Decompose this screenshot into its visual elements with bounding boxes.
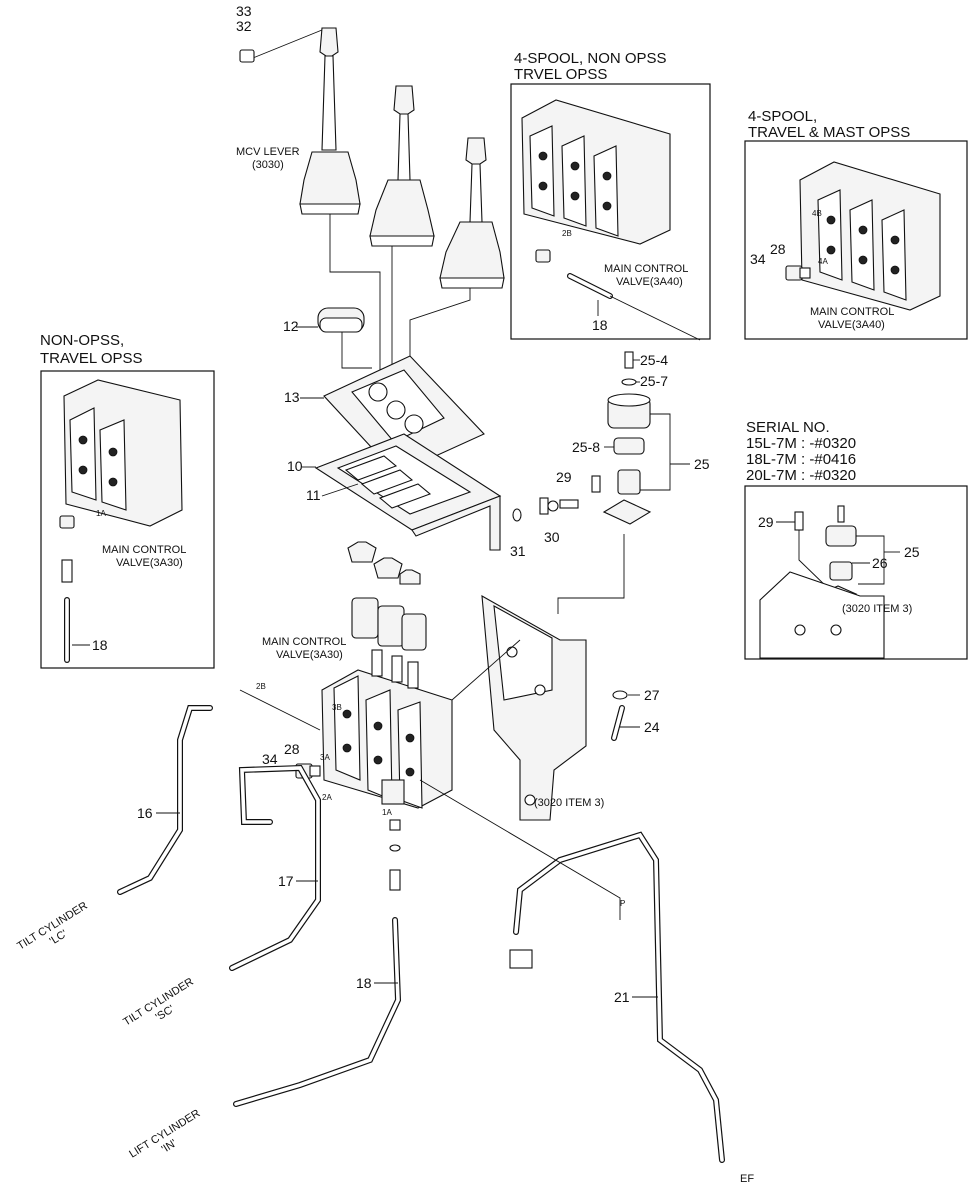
mcv-lever-3 xyxy=(439,137,505,289)
hose-18-center xyxy=(233,917,402,1107)
inset-non-opss-port-1a: 1A xyxy=(96,509,106,518)
inset-serial-parts xyxy=(759,505,900,659)
label-32: 32 xyxy=(236,18,252,34)
label-25-4: 25-4 xyxy=(640,352,668,368)
label-25-8: 25-8 xyxy=(572,439,600,455)
inset-non-opss-mcv-2: VALVE(3A30) xyxy=(116,557,183,569)
part-10-11-base-plate xyxy=(314,433,502,551)
inset-4spool-valve xyxy=(521,99,701,341)
inset-non-opss-valve xyxy=(59,379,183,663)
port-2a: 2A xyxy=(322,793,332,802)
inset-serial-line-1: 15L-7M : -#0320 xyxy=(746,435,856,452)
port-3a: 3A xyxy=(320,753,330,762)
label-18: 18 xyxy=(356,975,372,991)
inset-4spool-mcv-2: VALVE(3A40) xyxy=(616,276,683,288)
part-24-27 xyxy=(611,690,628,741)
label-25: 25 xyxy=(694,456,710,472)
inset-mast-port-4b: 4B xyxy=(812,209,822,218)
inset-serial-box xyxy=(744,485,968,660)
label-bracket-ref: (3020 ITEM 3) xyxy=(534,797,604,809)
hose-21 xyxy=(513,831,725,1163)
inset-non-opss-title-1: NON-OPSS, xyxy=(40,332,124,349)
label-29: 29 xyxy=(556,469,572,485)
inset-mast-port-4a: 4A xyxy=(818,257,828,266)
mcv-lever-1 xyxy=(239,27,361,215)
label-17: 17 xyxy=(278,873,294,889)
label-25-7: 25-7 xyxy=(640,373,668,389)
inset-mast-part-28: 28 xyxy=(770,241,786,257)
label-11: 11 xyxy=(306,487,321,503)
inset-mast-mcv-2: VALVE(3A40) xyxy=(818,319,885,331)
inset-4spool-title-1: 4-SPOOL, NON OPSS xyxy=(514,50,667,67)
label-31: 31 xyxy=(510,543,526,559)
inset-mast-title-1: 4-SPOOL, xyxy=(748,108,817,125)
label-33: 33 xyxy=(236,3,252,19)
spring-boots xyxy=(347,541,427,651)
label-34: 34 xyxy=(262,751,278,767)
inset-4spool-part-18: 18 xyxy=(592,317,608,333)
inset-mast-mcv-1: MAIN CONTROL xyxy=(810,306,894,318)
label-ef: EF xyxy=(740,1173,754,1185)
inset-serial-line-3: 20L-7M : -#0320 xyxy=(746,467,856,484)
label-mcv-lever: MCV LEVER xyxy=(236,146,300,158)
port-2b: 2B xyxy=(256,682,266,691)
inset-serial-part-25: 25 xyxy=(904,544,920,560)
label-27: 27 xyxy=(644,687,660,703)
main-control-valve-3a30 xyxy=(321,649,453,809)
port-1a: 1A xyxy=(382,808,392,817)
port-p: P xyxy=(620,899,625,908)
hose-16 xyxy=(117,705,213,895)
mcv-lever-2 xyxy=(369,85,435,247)
port-3b: 3B xyxy=(332,703,342,712)
label-16: 16 xyxy=(137,805,153,821)
part-25-assembly xyxy=(602,351,652,525)
label-28: 28 xyxy=(284,741,300,757)
inset-4spool-title-2: TRVEL OPSS xyxy=(514,66,607,83)
fittings-center-line xyxy=(389,819,533,969)
inset-non-opss-mcv-1: MAIN CONTROL xyxy=(102,544,186,556)
label-mcv-lever-code: (3030) xyxy=(252,159,284,171)
inset-mast-title-2: TRAVEL & MAST OPSS xyxy=(748,124,910,141)
inset-mast-valve xyxy=(785,161,941,311)
inset-4spool-mcv-1: MAIN CONTROL xyxy=(604,263,688,275)
inset-4spool-port-2b: 2B xyxy=(562,229,572,238)
bracket-3020 xyxy=(481,595,587,821)
label-mcv-center-1: MAIN CONTROL xyxy=(262,636,346,648)
label-12: 12 xyxy=(283,318,299,334)
inset-non-opss-box xyxy=(40,370,215,669)
inset-serial-part-26: 26 xyxy=(872,555,888,571)
part-12-cap xyxy=(317,307,365,333)
label-21: 21 xyxy=(614,989,630,1005)
inset-serial-ref: (3020 ITEM 3) xyxy=(842,603,912,615)
inset-4spool-non-opss-box xyxy=(510,83,711,340)
parts-29-30-31 xyxy=(512,475,601,522)
label-24: 24 xyxy=(644,719,660,735)
label-13: 13 xyxy=(284,389,300,405)
inset-4spool-mast-box xyxy=(744,140,968,340)
label-mcv-center-2: VALVE(3A30) xyxy=(276,649,343,661)
inset-serial-title: SERIAL NO. xyxy=(746,419,830,436)
inset-non-opss-part-18: 18 xyxy=(92,637,108,653)
inset-non-opss-title-2: TRAVEL OPSS xyxy=(40,350,143,367)
inset-serial-part-29: 29 xyxy=(758,514,774,530)
label-30: 30 xyxy=(544,529,560,545)
inset-mast-part-34: 34 xyxy=(750,251,766,267)
label-10: 10 xyxy=(287,458,303,474)
hose-17 xyxy=(229,764,321,971)
inset-serial-line-2: 18L-7M : -#0416 xyxy=(746,451,856,468)
